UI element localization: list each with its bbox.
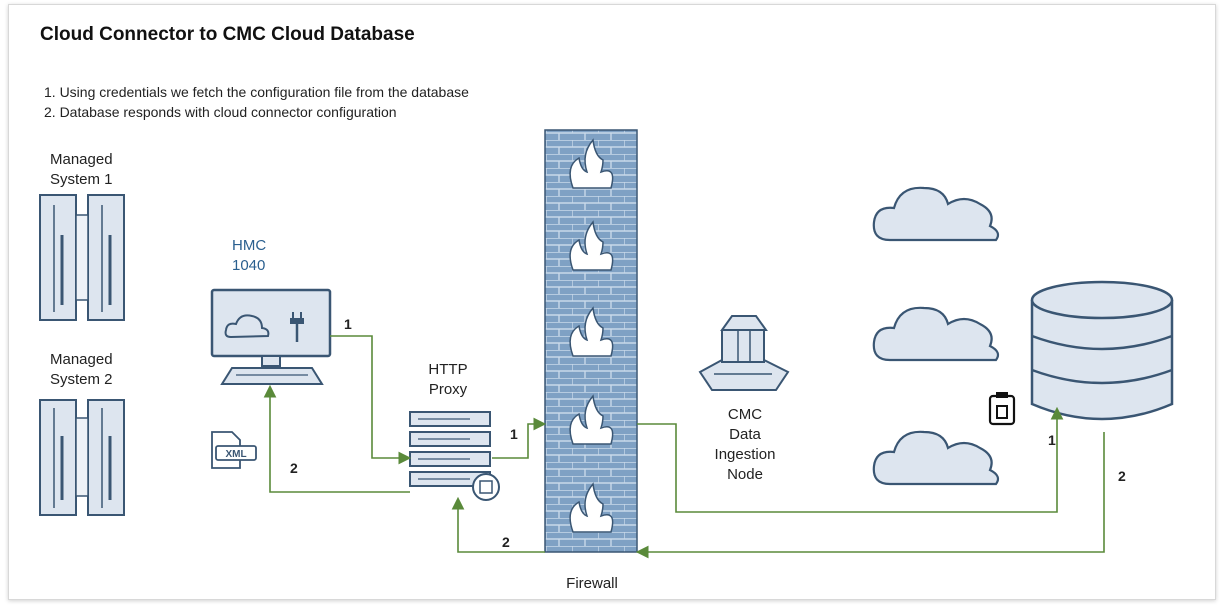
proxy-to-hmc-arrow — [263, 384, 410, 493]
cloud-icon — [224, 314, 270, 339]
database-to-firewall-arrow — [635, 432, 1105, 559]
http-proxy-line2: Proxy — [428, 381, 468, 398]
cmc-node-line1: CMC — [727, 406, 763, 423]
hmc-to-proxy-arrow — [330, 335, 412, 465]
cmc-node-label: CMC Data Ingestion Node — [700, 405, 790, 485]
clipboard-icon — [988, 392, 1016, 426]
flame-icon — [569, 138, 614, 189]
managed-system-2-line1: Managed — [50, 351, 113, 368]
cmc-node-line3: Ingestion — [714, 446, 776, 463]
proxy-to-firewall-arrow — [492, 417, 547, 459]
server-rack-icon — [39, 399, 125, 516]
managed-system-1-label: Managed System 1 — [50, 150, 113, 190]
managed-system-2-line2: System 2 — [50, 371, 113, 388]
flame-icon — [569, 306, 614, 357]
keyboard-icon — [220, 367, 324, 385]
hmc-line2: 1040 — [232, 257, 266, 274]
managed-system-1-line2: System 1 — [50, 171, 113, 188]
flame-icon — [569, 394, 614, 445]
step-2-text: 2. Database responds with cloud connecto… — [44, 104, 397, 120]
cloud-icon — [872, 186, 1000, 242]
plug-icon — [290, 312, 304, 342]
connector-label-from-database: 2 — [1118, 468, 1126, 484]
managed-system-2-label: Managed System 2 — [50, 350, 113, 390]
firewall-to-proxy-arrow — [451, 496, 545, 553]
step-1-text: 1. Using credentials we fetch the config… — [44, 84, 469, 100]
monitor-icon — [210, 288, 332, 367]
cloud-icon — [872, 430, 1000, 486]
cmc-node-icon — [698, 315, 790, 391]
xml-icon-text: XML — [225, 449, 246, 460]
database-icon — [1030, 280, 1174, 421]
connectors — [263, 335, 1105, 559]
hmc-line1: HMC — [232, 237, 267, 254]
server-rack-icon — [39, 194, 125, 321]
firewall-to-database-arrow — [637, 406, 1064, 513]
http-proxy-line1: HTTP — [428, 361, 468, 378]
connector-label-to-database: 1 — [1048, 432, 1056, 448]
cmc-node-line2: Data — [729, 426, 761, 443]
cmc-node-line4: Node — [727, 466, 763, 483]
connector-label-proxy-to-firewall: 1 — [510, 426, 518, 442]
proxy-server-icon — [409, 411, 500, 501]
connector-label-hmc-to-proxy: 1 — [344, 316, 352, 332]
flame-icon — [569, 482, 614, 533]
flame-icon — [569, 220, 614, 271]
hmc-label: HMC 1040 — [232, 236, 266, 276]
xml-file-icon: XML — [211, 431, 257, 469]
connector-label-proxy-to-hmc: 2 — [290, 460, 298, 476]
managed-system-1-line1: Managed — [50, 151, 113, 168]
connector-label-firewall-to-proxy: 2 — [502, 534, 510, 550]
firewall-label: Firewall — [566, 575, 618, 592]
diagram-title: Cloud Connector to CMC Cloud Database — [40, 24, 415, 45]
cloud-icon — [872, 306, 1000, 362]
http-proxy-label: HTTP Proxy — [418, 360, 478, 400]
firewall-flames — [569, 138, 614, 533]
